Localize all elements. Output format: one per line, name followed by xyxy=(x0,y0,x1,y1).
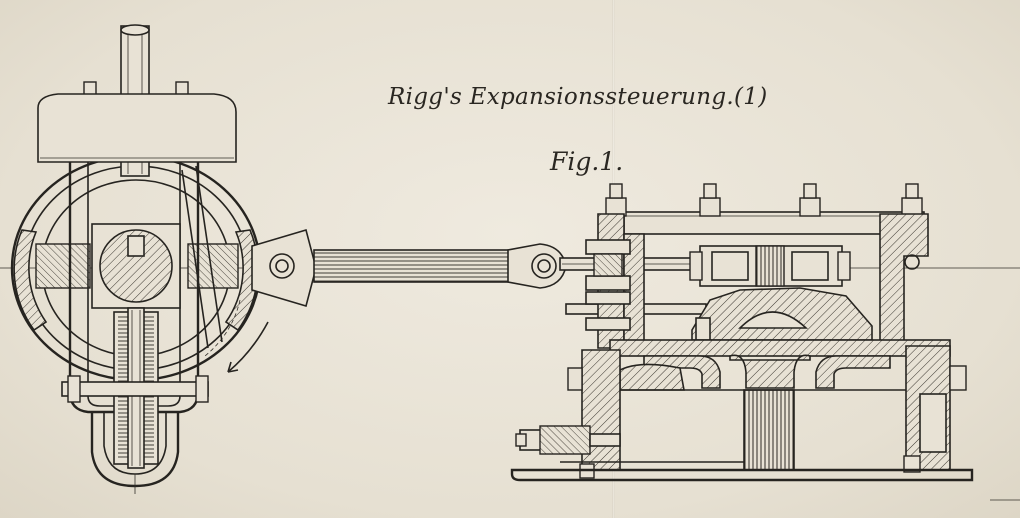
valve-chest xyxy=(510,183,1020,501)
figure-label: Fig.1. xyxy=(550,147,624,176)
cover-bolts xyxy=(605,183,923,217)
plate-title: Rigg's Expansionssteuerung.(1) xyxy=(388,84,768,110)
governor-assembly xyxy=(10,24,269,494)
